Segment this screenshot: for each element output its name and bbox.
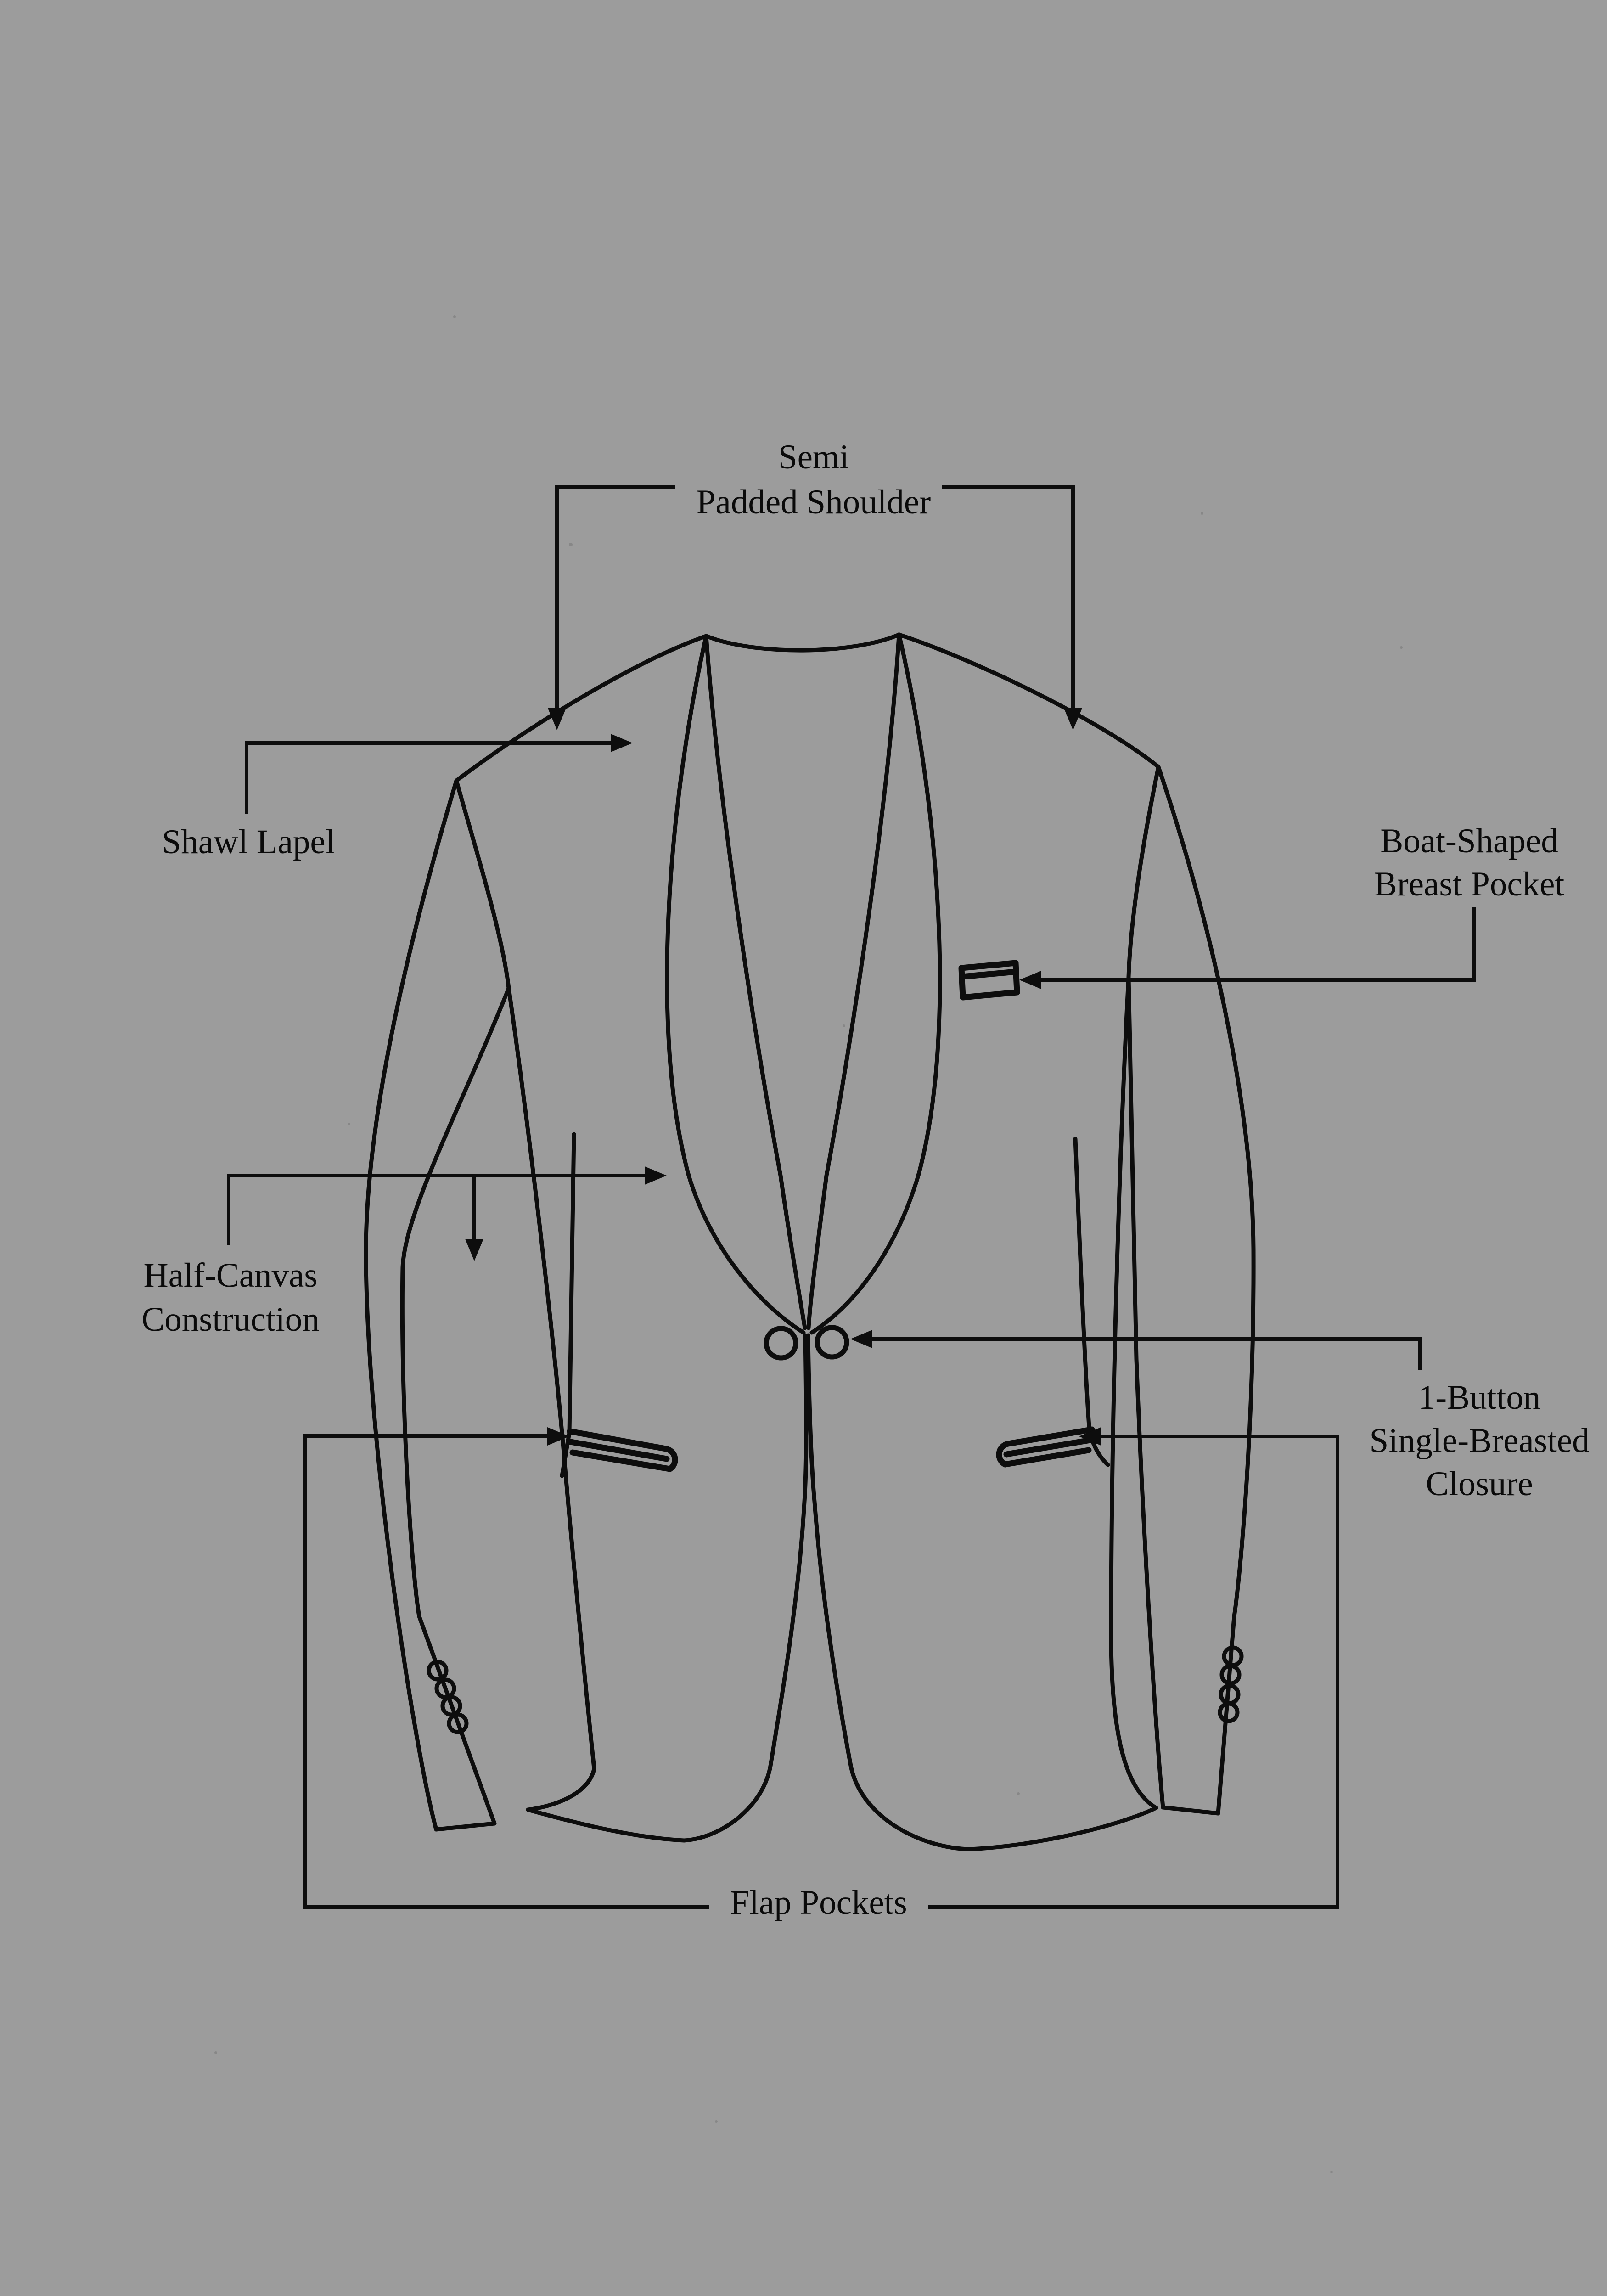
one-button-leader <box>871 1337 1422 1370</box>
semi-padded-left-arrowhead-icon <box>548 708 566 730</box>
left-sleeve-inner-edge <box>400 986 511 1826</box>
breast-pocket-outline <box>958 960 1020 1001</box>
label-breast-pocket-line1: Boat-Shaped <box>1380 822 1558 860</box>
left-flap-pocket <box>567 1428 678 1472</box>
half-canvas-right-arrowhead-icon <box>645 1166 667 1185</box>
sleeve-button <box>427 1660 449 1682</box>
sleeve-button <box>447 1712 469 1734</box>
callout-shawl-lapel: Shawl Lapel <box>162 734 633 861</box>
right-sleeve-outer-edge <box>1156 765 1256 1816</box>
sleeve-button <box>440 1695 462 1717</box>
closure-buttons <box>764 1325 849 1361</box>
label-shawl-lapel: Shawl Lapel <box>162 823 335 861</box>
left-sleeve-buttons <box>427 1660 469 1734</box>
label-breast-pocket-line2: Breast Pocket <box>1374 865 1565 903</box>
callout-semi-padded-shoulder: Semi Padded Shoulder <box>548 438 1082 730</box>
semi-padded-right-arrowhead-icon <box>1064 708 1082 730</box>
left-shoulder-seam <box>454 634 708 783</box>
label-semi-padded-shoulder-line2: Padded Shoulder <box>697 483 931 521</box>
sleeve-button <box>1218 1701 1240 1723</box>
left-cuff-hem <box>434 1821 497 1832</box>
breast-pocket <box>958 960 1020 1001</box>
breast-pocket-welt-line <box>959 968 1019 980</box>
label-half-canvas-line1: Half-Canvas <box>143 1256 317 1294</box>
callout-boat-shaped-breast-pocket: Boat-Shaped Breast Pocket <box>1019 822 1564 989</box>
right-armhole-side-seam <box>1109 765 1161 1810</box>
breast-pocket-arrowhead-icon <box>1019 971 1041 989</box>
half-canvas-down-arrowhead-icon <box>465 1239 483 1261</box>
closure-buttonhole <box>764 1326 798 1361</box>
one-button-arrowhead-icon <box>850 1330 872 1348</box>
flap-pockets-right-arrowhead-icon <box>1079 1427 1101 1446</box>
jacket-drawing <box>364 632 1256 1851</box>
right-front-dart <box>1073 1137 1110 1467</box>
label-semi-padded-shoulder-line1: Semi <box>778 438 849 476</box>
breast-pocket-leader <box>1040 907 1476 982</box>
right-flap-pocket <box>996 1426 1095 1468</box>
half-canvas-leader <box>227 1174 646 1245</box>
left-flap-pocket-outline <box>567 1428 678 1472</box>
left-lapel-outer-edge <box>665 634 806 1335</box>
right-shoulder-seam <box>897 632 1161 769</box>
label-flap-pockets: Flap Pockets <box>730 1884 907 1922</box>
callout-half-canvas-construction: Half-Canvas Construction <box>141 1166 667 1339</box>
label-one-button-line1: 1-Button <box>1418 1379 1541 1417</box>
right-flap-pocket-outline <box>996 1426 1095 1468</box>
left-sleeve-outer-edge <box>364 778 459 1832</box>
semi-padded-left-leader <box>555 485 675 711</box>
right-cuff-hem <box>1161 1805 1220 1816</box>
collar-top-edge <box>704 632 901 653</box>
callout-one-button-closure: 1-Button Single-Breasted Closure <box>850 1330 1590 1503</box>
left-armhole-side-seam <box>454 778 596 1812</box>
shawl-lapel-leader <box>245 741 612 814</box>
callout-flap-pockets: Flap Pockets <box>303 1427 1339 1922</box>
right-sleeve-buttons <box>1218 1645 1244 1723</box>
flap-pockets-left-arrowhead-icon <box>547 1427 569 1446</box>
left-flap-pocket-jet-line <box>568 1439 670 1462</box>
flap-pockets-left-bracket <box>303 1434 709 1909</box>
right-front-edge-and-hem <box>806 1333 1158 1851</box>
right-flap-pocket-jet-line <box>1003 1437 1094 1458</box>
left-front-dart <box>560 1132 576 1478</box>
label-one-button-line3: Closure <box>1426 1465 1533 1503</box>
closure-button <box>815 1325 849 1360</box>
right-lapel-outer-edge <box>809 632 942 1335</box>
right-sleeve-inner-edge <box>1126 975 1165 1810</box>
flap-pockets-right-bracket <box>928 1435 1339 1909</box>
right-lapel-inner-edge <box>806 632 901 1330</box>
label-half-canvas-line2: Construction <box>141 1300 320 1339</box>
left-front-edge-and-hem <box>526 1333 809 1843</box>
label-one-button-line2: Single-Breasted <box>1369 1422 1589 1460</box>
left-lapel-inner-edge <box>704 634 807 1330</box>
sleeve-button <box>1219 1664 1242 1686</box>
dust-specks <box>214 315 1403 2173</box>
shawl-lapel-arrowhead-icon <box>611 734 633 752</box>
semi-padded-right-leader <box>942 485 1075 711</box>
